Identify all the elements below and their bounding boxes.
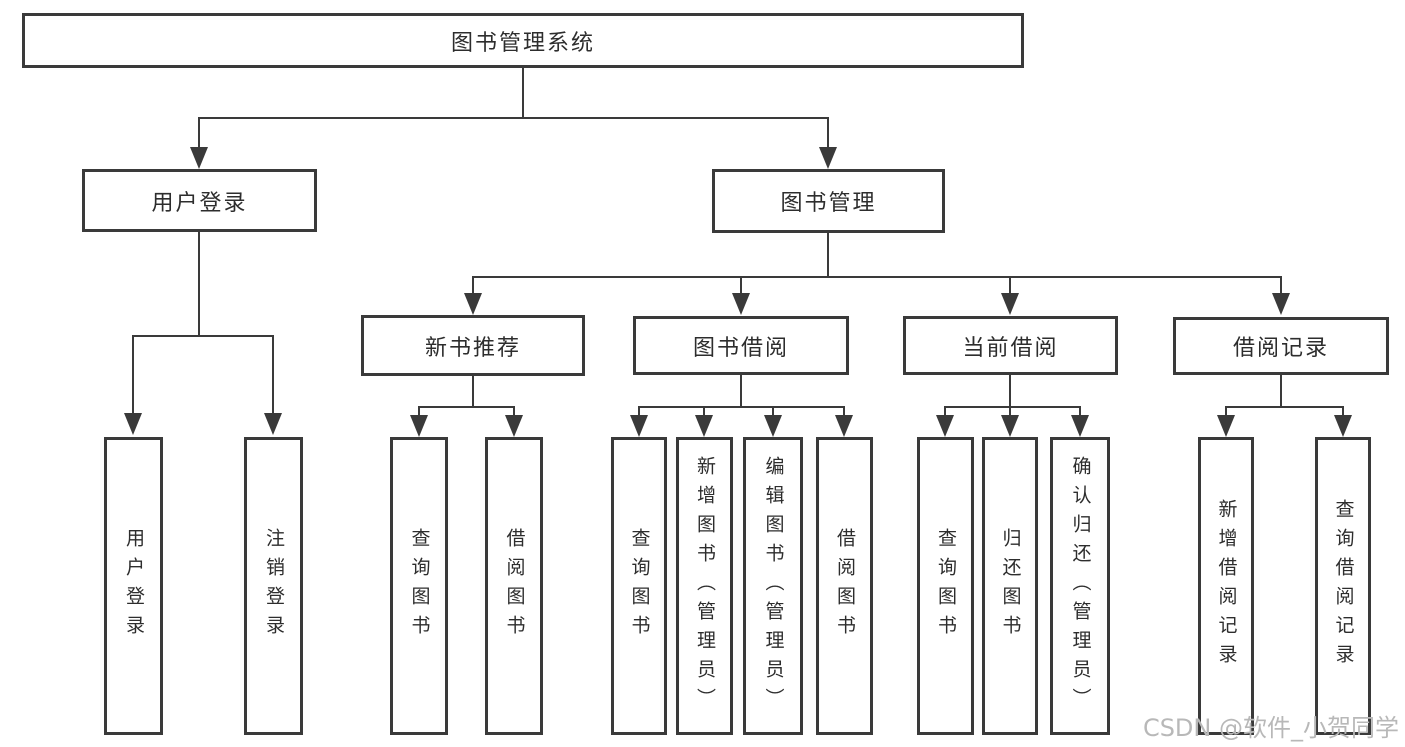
edge-current-borrow-trunk	[1009, 375, 1011, 407]
leaf-bb-borrow-books-label: 借阅图书	[834, 528, 856, 644]
node-book-borrow: 图书借阅	[633, 316, 849, 375]
arrow-to-bb-borrow	[843, 407, 845, 415]
arrow-to-cb-confirm	[1079, 407, 1081, 415]
leaf-logout-label: 注销登录	[263, 528, 285, 644]
edge-borrow-record-rail	[1225, 406, 1344, 408]
arrow-to-bb-edit	[772, 407, 774, 415]
leaf-rec-borrow-books-label: 借阅图书	[503, 528, 526, 644]
node-new-book-rec-label: 新书推荐	[424, 335, 521, 361]
leaf-bb-add-book: 新增图书（管理员）	[676, 437, 733, 735]
arrow-to-login	[132, 337, 134, 413]
leaf-br-add-record: 新增借阅记录	[1198, 437, 1254, 735]
arrow-to-br-add	[1225, 407, 1227, 415]
leaf-bb-query-books-label: 查询图书	[628, 528, 651, 644]
node-library-system: 图书管理系统	[22, 13, 1024, 68]
arrow-to-logout	[272, 337, 274, 413]
arrow-to-cb-return	[1009, 407, 1011, 415]
leaf-br-query-record: 查询借阅记录	[1315, 437, 1371, 735]
leaf-cb-return-book-label: 归还图书	[999, 528, 1022, 644]
edge-root-trunk	[522, 68, 524, 118]
arrow-to-br-query	[1342, 407, 1344, 415]
arrow-to-cb-query	[944, 407, 946, 415]
edge-user-login-rail	[132, 335, 274, 337]
node-book-mgmt: 图书管理	[712, 169, 945, 233]
leaf-cb-confirm-return-label: 确认归还（管理员）	[1069, 455, 1092, 717]
arrow-to-user-login	[198, 118, 200, 147]
leaf-cb-return-book: 归还图书	[982, 437, 1038, 735]
leaf-bb-query-books: 查询图书	[611, 437, 667, 735]
leaf-bb-borrow-books: 借阅图书	[816, 437, 873, 735]
arrow-to-rec-borrow	[513, 407, 515, 415]
edge-user-login-trunk	[198, 232, 200, 336]
leaf-cb-confirm-return: 确认归还（管理员）	[1050, 437, 1110, 735]
node-book-borrow-label: 图书借阅	[692, 335, 789, 361]
leaf-cb-query-books: 查询图书	[917, 437, 974, 735]
edge-book-borrow-rail	[638, 406, 845, 408]
edge-book-mgmt-trunk	[827, 233, 829, 277]
leaf-user-login-label: 用户登录	[123, 528, 145, 644]
edge-book-borrow-trunk	[740, 375, 742, 407]
arrow-to-borrow-record	[1280, 277, 1282, 293]
leaf-logout: 注销登录	[244, 437, 303, 735]
arrow-to-bb-query	[638, 407, 640, 415]
node-current-borrow: 当前借阅	[903, 316, 1118, 375]
node-library-system-label: 图书管理系统	[450, 30, 595, 56]
node-new-book-rec: 新书推荐	[361, 315, 585, 376]
leaf-bb-add-book-label: 新增图书（管理员）	[694, 455, 716, 717]
leaf-br-query-record-label: 查询借阅记录	[1332, 499, 1355, 673]
leaf-user-login: 用户登录	[104, 437, 163, 735]
edge-new-book-rec-rail	[418, 406, 515, 408]
edge-current-borrow-rail	[944, 406, 1081, 408]
arrow-to-new-book-rec	[472, 277, 474, 293]
leaf-bb-edit-book-label: 编辑图书（管理员）	[762, 455, 785, 717]
node-borrow-record-label: 借阅记录	[1232, 336, 1329, 361]
node-current-borrow-label: 当前借阅	[962, 335, 1059, 361]
node-user-login: 用户登录	[82, 169, 317, 232]
leaf-cb-query-books-label: 查询图书	[935, 528, 957, 644]
edge-level2-rail	[472, 276, 1282, 278]
arrow-to-current-borrow	[1009, 277, 1011, 293]
arrow-to-book-mgmt	[827, 118, 829, 147]
csdn-watermark: CSDN @软件_小贺同学	[1142, 714, 1399, 742]
node-user-login-label: 用户登录	[151, 190, 248, 216]
arrow-to-book-borrow	[740, 277, 742, 293]
leaf-rec-query-books: 查询图书	[390, 437, 448, 735]
leaf-rec-query-books-label: 查询图书	[408, 528, 431, 644]
leaf-br-add-record-label: 新增借阅记录	[1215, 499, 1238, 673]
arrow-to-bb-add	[703, 407, 705, 415]
edge-borrow-record-trunk	[1280, 375, 1282, 407]
edge-new-book-rec-trunk	[472, 376, 474, 407]
edge-level1-rail	[198, 117, 829, 119]
arrow-to-rec-query	[418, 407, 420, 415]
node-book-mgmt-label: 图书管理	[780, 191, 877, 216]
node-borrow-record: 借阅记录	[1173, 317, 1389, 375]
leaf-bb-edit-book: 编辑图书（管理员）	[743, 437, 803, 735]
leaf-rec-borrow-books: 借阅图书	[485, 437, 543, 735]
